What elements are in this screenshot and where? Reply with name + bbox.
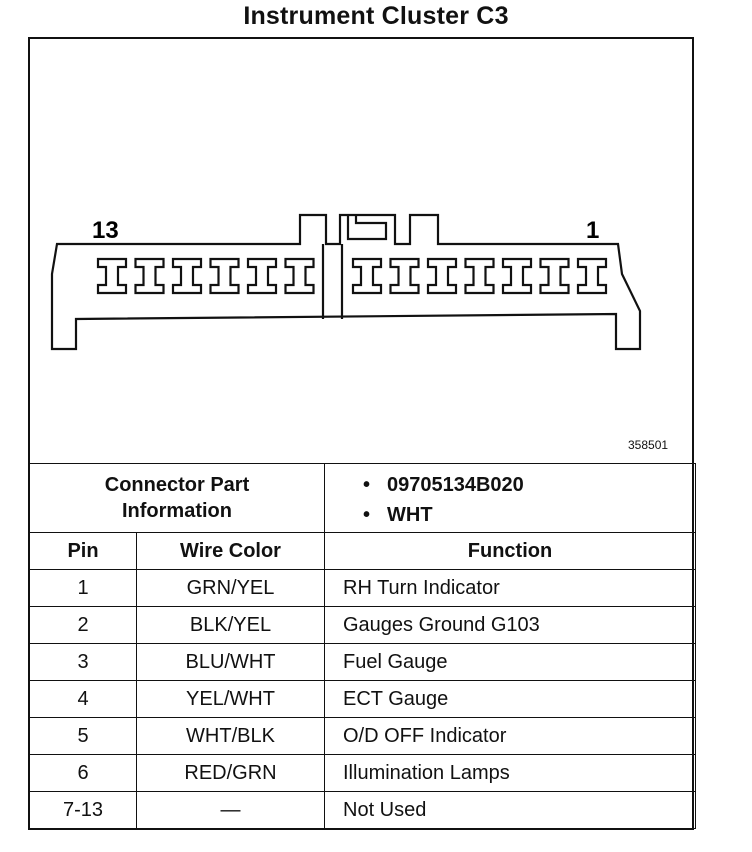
function-cell: Not Used [324,791,696,829]
pin-cavity [209,257,240,295]
header-wire-color: Wire Color [136,532,325,570]
table-row: 1 GRN/YEL RH Turn Indicator [29,569,696,607]
connector-drawing: 13 1 [50,213,642,351]
wire-color-cell: RED/GRN [136,754,325,792]
table-row: 7-13 — Not Used [29,791,696,829]
pin-cavity [171,257,203,295]
pin-cavity [284,257,315,295]
wire-color-cell: GRN/YEL [136,569,325,607]
function-cell: Fuel Gauge [324,643,696,681]
connector-info-label-line2: Information [122,500,232,522]
connector-info-values: •09705134B020 •WHT [324,463,696,533]
table-row: 3 BLU/WHT Fuel Gauge [29,643,696,681]
table-row: 4 YEL/WHT ECT Gauge [29,680,696,718]
figure-number: 358501 [628,438,669,452]
function-cell: O/D OFF Indicator [324,717,696,755]
pin-cavity [351,257,383,295]
pin-cavity [464,257,495,295]
pin-cell: 6 [29,754,137,792]
pin-cavity [96,257,128,295]
header-pin: Pin [29,532,137,570]
connector-info-row: Connector Part Information •09705134B020… [29,463,696,533]
connector-color: •WHT [363,504,433,526]
table-header-row: Pin Wire Color Function [29,532,696,570]
header-function: Function [324,532,696,570]
pin-cavity [426,257,458,295]
pin-cell: 5 [29,717,137,755]
page-title: Instrument Cluster C3 [243,2,509,30]
wire-color-cell: — [136,791,325,829]
pin-1-label: 1 [586,217,599,244]
pin-cavity [134,257,165,295]
wire-color-cell: BLU/WHT [136,643,325,681]
part-number: •09705134B020 [363,474,524,496]
pin-cavity [246,257,278,295]
connector-latch [346,215,388,241]
connector-info-label: Connector Part Information [29,463,325,533]
function-cell: ECT Gauge [324,680,696,718]
table-row: 2 BLK/YEL Gauges Ground G103 [29,606,696,644]
connector-info-label-line1: Connector Part [104,474,250,496]
table-row: 6 RED/GRN Illumination Lamps [29,754,696,792]
connector-body-outline [50,213,642,351]
wire-color-cell: YEL/WHT [136,680,325,718]
table-row: 5 WHT/BLK O/D OFF Indicator [29,717,696,755]
pin-cell: 2 [29,606,137,644]
pin-cavity [389,257,420,295]
diagram-frame [28,37,694,830]
pin-cavity [539,257,570,295]
function-cell: Illumination Lamps [324,754,696,792]
pin-cell: 1 [29,569,137,607]
pin-cavity [501,257,533,295]
pin-cavity [576,257,608,295]
wire-color-cell: WHT/BLK [136,717,325,755]
function-cell: Gauges Ground G103 [324,606,696,644]
pin-cell: 7-13 [29,791,137,829]
pin-13-label: 13 [92,217,119,244]
connector-color-text: WHT [387,504,433,526]
connector-pinout-table: Connector Part Information •09705134B020… [29,463,696,829]
pin-cell: 3 [29,643,137,681]
pin-cell: 4 [29,680,137,718]
wire-color-cell: BLK/YEL [136,606,325,644]
part-number-text: 09705134B020 [387,474,524,496]
function-cell: RH Turn Indicator [324,569,696,607]
connector-divider [321,244,344,319]
